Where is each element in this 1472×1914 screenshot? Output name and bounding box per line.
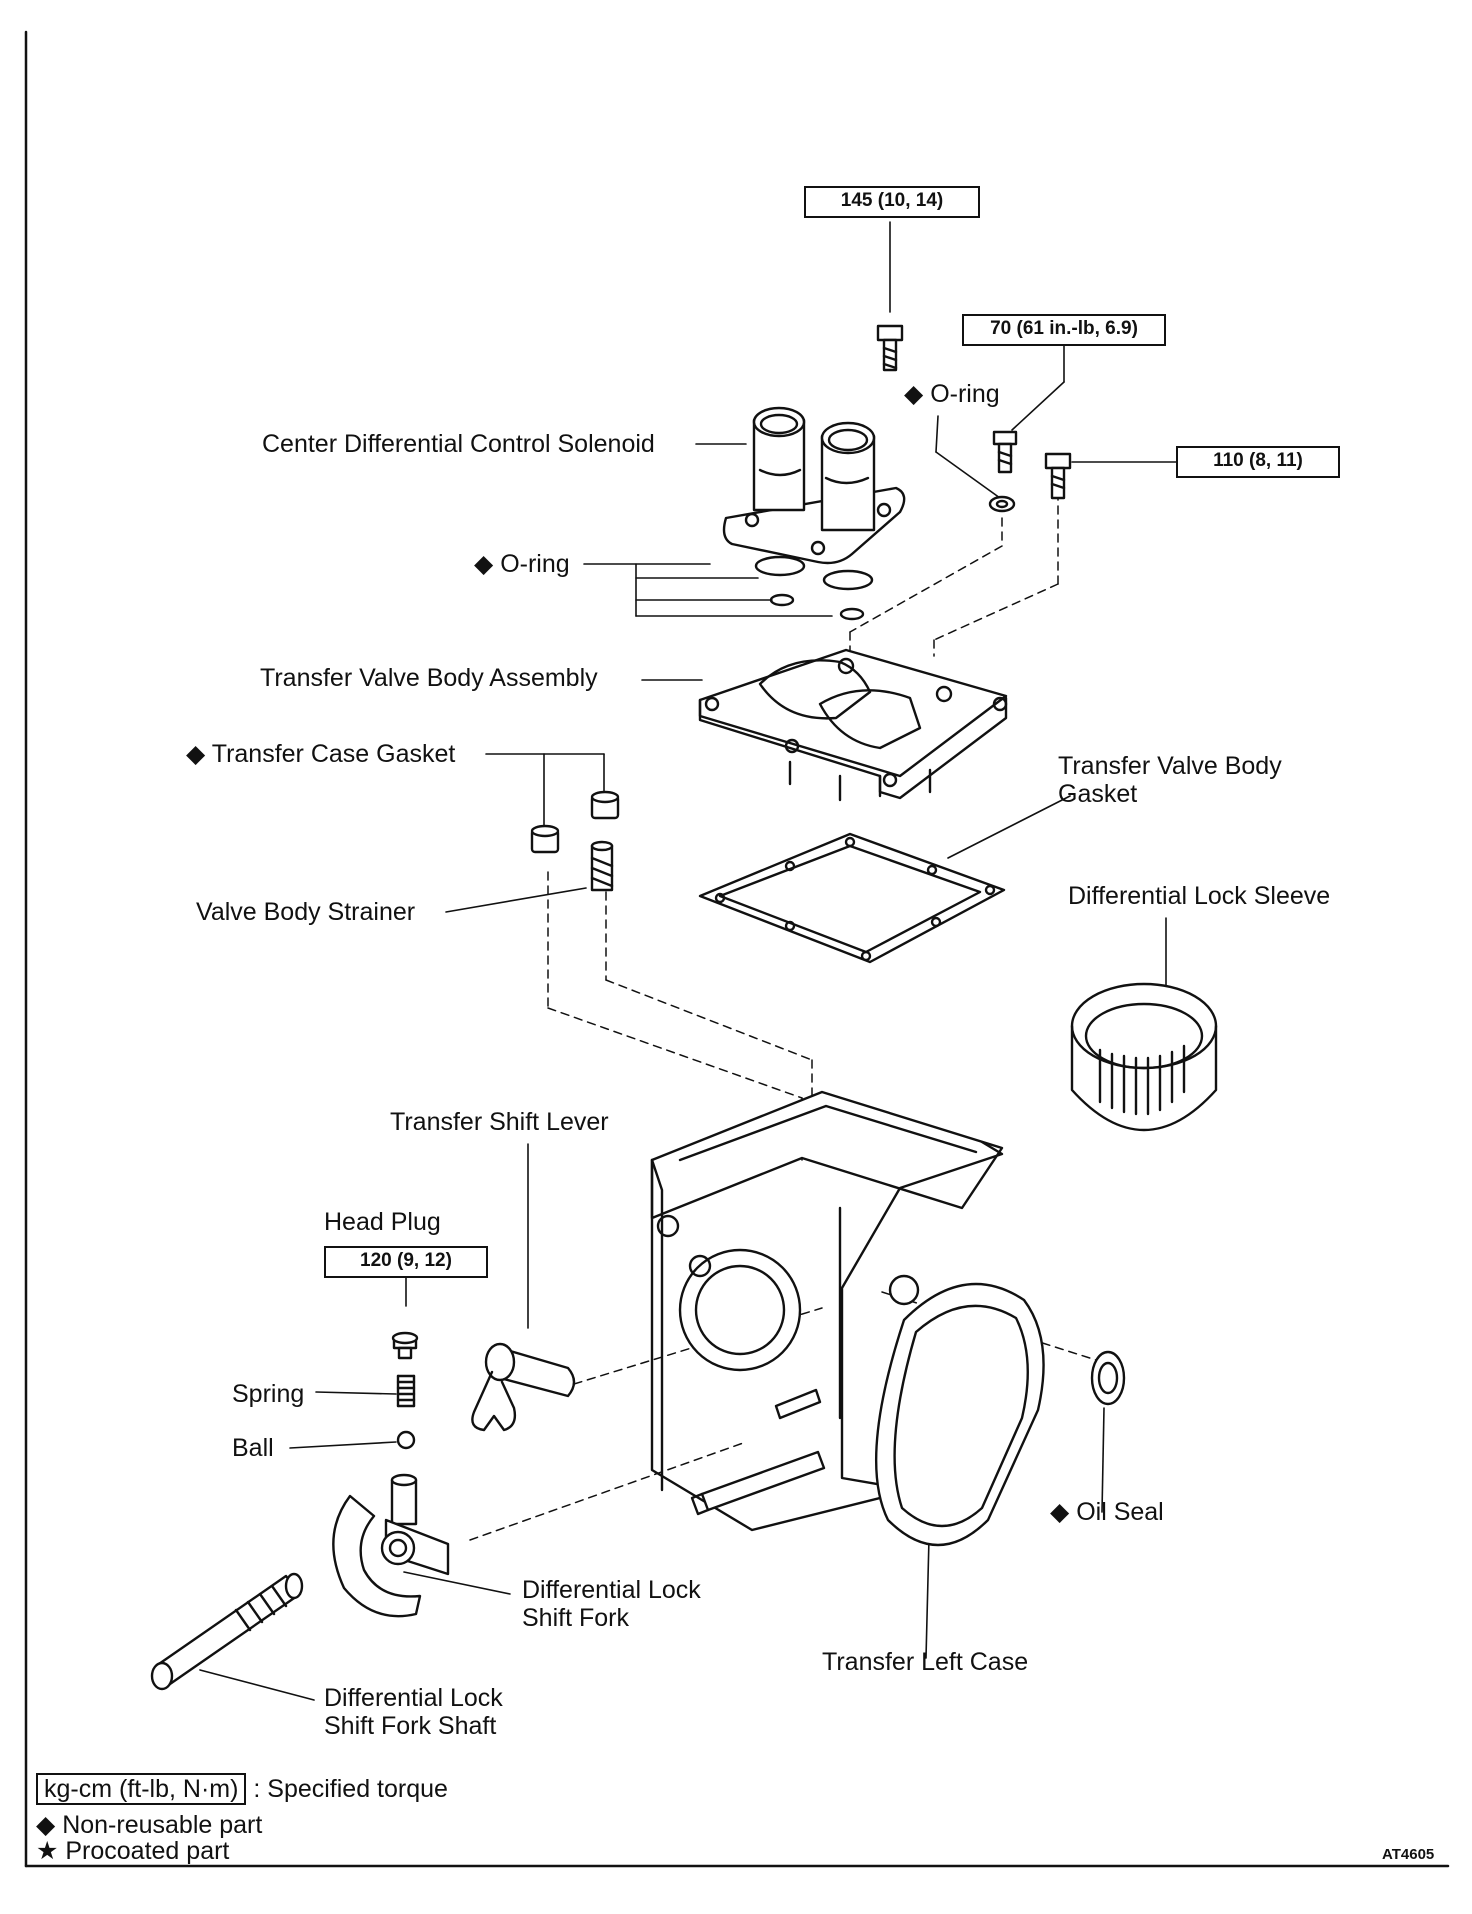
torque-box-120: 120 (9, 12) bbox=[324, 1246, 488, 1278]
label-transfer-case-gasket: ◆ Transfer Case Gasket bbox=[186, 740, 456, 768]
label-diff-lock-shift-fork-shaft-2: Shift Fork Shaft bbox=[324, 1712, 497, 1740]
legend-non-reusable-text: Non-reusable part bbox=[62, 1811, 263, 1839]
label-ball: Ball bbox=[232, 1434, 274, 1462]
torque-box-110: 110 (8, 11) bbox=[1176, 446, 1340, 478]
legend-non-reusable: ◆ Non-reusable part bbox=[36, 1810, 262, 1840]
torque-70-text: 70 (61 in.-lb, 6.9) bbox=[990, 318, 1138, 339]
differential-lock-shift-fork-shaft bbox=[150, 1572, 304, 1691]
transfer-shift-lever bbox=[471, 1342, 576, 1432]
diamond-icon: ◆ bbox=[36, 1811, 56, 1839]
label-transfer-left-case: Transfer Left Case bbox=[822, 1648, 1029, 1676]
label-diff-lock-shift-fork-1: Differential Lock bbox=[522, 1576, 701, 1604]
diamond-icon: ◆ bbox=[1050, 1498, 1070, 1526]
transfer-left-case bbox=[650, 1090, 1045, 1547]
oil-seal bbox=[1090, 1350, 1126, 1406]
o-ring-small-top bbox=[988, 495, 1016, 513]
diamond-icon: ◆ bbox=[186, 740, 206, 768]
transfer-valve-body-gasket bbox=[698, 832, 1006, 964]
legend-torque-units: kg-cm (ft-lb, N·m) bbox=[36, 1773, 247, 1805]
label-differential-lock-sleeve: Differential Lock Sleeve bbox=[1068, 882, 1331, 910]
label-transfer-valve-body-gasket-2: Gasket bbox=[1058, 780, 1138, 808]
label-head-plug: Head Plug bbox=[324, 1208, 441, 1236]
differential-lock-sleeve bbox=[1070, 982, 1218, 1132]
ball bbox=[396, 1430, 416, 1450]
figure-id: AT4605 bbox=[1382, 1846, 1435, 1863]
center-differential-control-solenoid bbox=[722, 406, 906, 565]
label-transfer-valve-body-assembly: Transfer Valve Body Assembly bbox=[260, 664, 598, 692]
label-center-diff-solenoid: Center Differential Control Solenoid bbox=[262, 430, 655, 458]
page-frame bbox=[24, 30, 1450, 1868]
diamond-icon: ◆ bbox=[474, 550, 494, 578]
label-valve-body-strainer: Valve Body Strainer bbox=[196, 898, 416, 926]
valve-body-strainer bbox=[590, 840, 614, 892]
transfer-valve-body-assembly bbox=[698, 648, 1008, 802]
label-transfer-shift-lever: Transfer Shift Lever bbox=[390, 1108, 609, 1136]
legend-procoated: ★ Procoated part bbox=[36, 1836, 229, 1866]
torque-145-text: 145 (10, 14) bbox=[840, 190, 944, 211]
legend-torque-desc: : Specified torque bbox=[253, 1775, 448, 1803]
torque-box-70: 70 (61 in.-lb, 6.9) bbox=[962, 314, 1166, 346]
o-rings-mid bbox=[754, 555, 874, 621]
label-o-ring-mid: ◆ O-ring bbox=[474, 550, 570, 578]
bolt-70 bbox=[992, 430, 1018, 474]
label-spring: Spring bbox=[232, 1380, 305, 1408]
label-diff-lock-shift-fork-shaft-1: Differential Lock bbox=[324, 1684, 503, 1712]
transfer-case-gaskets bbox=[530, 790, 620, 854]
torque-110-text: 110 (8, 11) bbox=[1213, 450, 1303, 471]
head-plug bbox=[391, 1331, 419, 1360]
legend-torque: kg-cm (ft-lb, N·m) : Specified torque bbox=[36, 1773, 448, 1805]
label-oil-seal: ◆ Oil Seal bbox=[1050, 1498, 1164, 1526]
diamond-icon: ◆ bbox=[904, 380, 924, 408]
torque-box-145: 145 (10, 14) bbox=[804, 186, 980, 218]
star-icon: ★ bbox=[36, 1837, 59, 1865]
spring bbox=[396, 1374, 416, 1408]
legend-procoated-text: Procoated part bbox=[65, 1837, 230, 1865]
differential-lock-shift-fork bbox=[332, 1473, 450, 1618]
label-diff-lock-shift-fork-2: Shift Fork bbox=[522, 1604, 629, 1632]
bolt-110 bbox=[1044, 452, 1072, 500]
label-o-ring-top: ◆ O-ring bbox=[904, 380, 1000, 408]
bolt-145 bbox=[876, 324, 904, 372]
torque-120-text: 120 (9, 12) bbox=[360, 1250, 452, 1271]
label-transfer-valve-body-gasket-1: Transfer Valve Body bbox=[1058, 752, 1282, 780]
